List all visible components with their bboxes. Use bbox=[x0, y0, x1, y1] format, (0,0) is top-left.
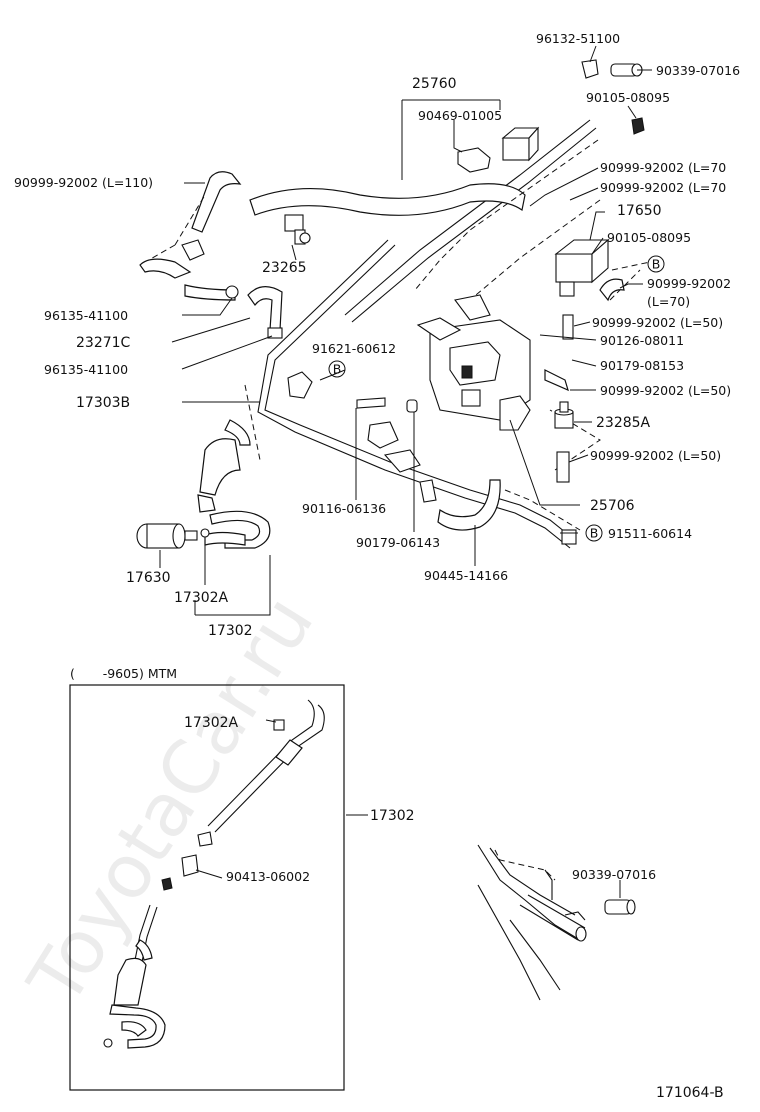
watermark-text: ToyotaCar.ru bbox=[12, 581, 331, 1020]
label-90999-92002-l110: 90999-92002 (L=110) bbox=[14, 175, 153, 190]
label-90999-92002-l50-c: 90999-92002 (L=50) bbox=[590, 448, 721, 463]
marker-b-2: B bbox=[647, 255, 665, 273]
vacuum-valve-23285a bbox=[554, 401, 574, 429]
label-90999-92002-l50-a: 90999-92002 (L=50) bbox=[592, 315, 723, 330]
label-25760: 25760 bbox=[412, 76, 457, 92]
leader-lines bbox=[159, 45, 652, 616]
marker-b-1: B bbox=[328, 360, 346, 378]
marker-b-1-text: B bbox=[333, 362, 342, 377]
label-90339-07016-top: 90339-07016 bbox=[656, 63, 740, 78]
label-23285a: 23285A bbox=[596, 415, 651, 431]
inset-mtm: ( -9605) MTM 17302A 17302 90413-06002 bbox=[69, 666, 415, 1091]
label-96135-41100-b: 96135-41100 bbox=[44, 362, 128, 377]
label-90116-06136: 90116-06136 bbox=[302, 501, 386, 516]
canister-17630 bbox=[136, 523, 198, 549]
vsv-23265 bbox=[284, 214, 311, 245]
inset-caption: ( -9605) MTM bbox=[70, 666, 177, 681]
label-90445-14166: 90445-14166 bbox=[424, 568, 508, 583]
label-23271c: 23271C bbox=[76, 335, 131, 351]
label-90999-92002-l70-b: 90999-92002 (L=70 bbox=[600, 180, 726, 195]
label-91621-60612: 91621-60612 bbox=[312, 341, 396, 356]
label-17650: 17650 bbox=[617, 203, 662, 219]
label-90469-01005: 90469-01005 bbox=[418, 108, 502, 123]
label-90339-07016-bottom: 90339-07016 bbox=[572, 867, 656, 882]
label-90999-92002-l70-a: 90999-92002 (L=70 bbox=[600, 160, 726, 175]
label-17302a: 17302A bbox=[174, 590, 229, 606]
label-17630: 17630 bbox=[126, 570, 171, 586]
label-25706: 25706 bbox=[590, 498, 635, 514]
label-17302-inset: 17302 bbox=[370, 808, 415, 824]
part-labels: 96132-51100 90339-07016 25760 90469-0100… bbox=[14, 31, 740, 639]
diagram-id: 171064-B bbox=[656, 1085, 724, 1101]
label-90179-06143: 90179-06143 bbox=[356, 535, 440, 550]
marker-b-3: B bbox=[585, 524, 603, 542]
label-90126-08011: 90126-08011 bbox=[600, 333, 684, 348]
label-90179-08153: 90179-08153 bbox=[600, 358, 684, 373]
label-90105-08095-top: 90105-08095 bbox=[586, 90, 670, 105]
upper-assembly bbox=[136, 59, 651, 549]
label-90999-92002-l70-c-line1: 90999-92002 bbox=[647, 276, 731, 291]
inset-frame bbox=[69, 684, 345, 1091]
detail-sleeve: 90339-07016 bbox=[477, 844, 656, 1001]
label-17302: 17302 bbox=[208, 623, 253, 639]
label-90413-06002: 90413-06002 bbox=[226, 869, 310, 884]
label-23265: 23265 bbox=[262, 260, 307, 276]
label-91511-60614: 91511-60614 bbox=[608, 526, 692, 541]
label-90999-92002-l50-b: 90999-92002 (L=50) bbox=[600, 383, 731, 398]
label-90105-08095-mid: 90105-08095 bbox=[607, 230, 691, 245]
marker-b-2-text: B bbox=[652, 257, 661, 272]
vsv-17650 bbox=[554, 238, 610, 297]
valve-90469 bbox=[457, 126, 540, 173]
label-17302a-inset: 17302A bbox=[184, 715, 239, 731]
manifold-block bbox=[416, 294, 531, 431]
label-90999-92002-l70-c-line2: (L=70) bbox=[647, 294, 690, 309]
marker-b-3-text: B bbox=[590, 526, 599, 541]
label-96132-51100: 96132-51100 bbox=[536, 31, 620, 46]
label-17303b: 17303B bbox=[76, 395, 130, 411]
label-96135-41100-a: 96135-41100 bbox=[44, 308, 128, 323]
